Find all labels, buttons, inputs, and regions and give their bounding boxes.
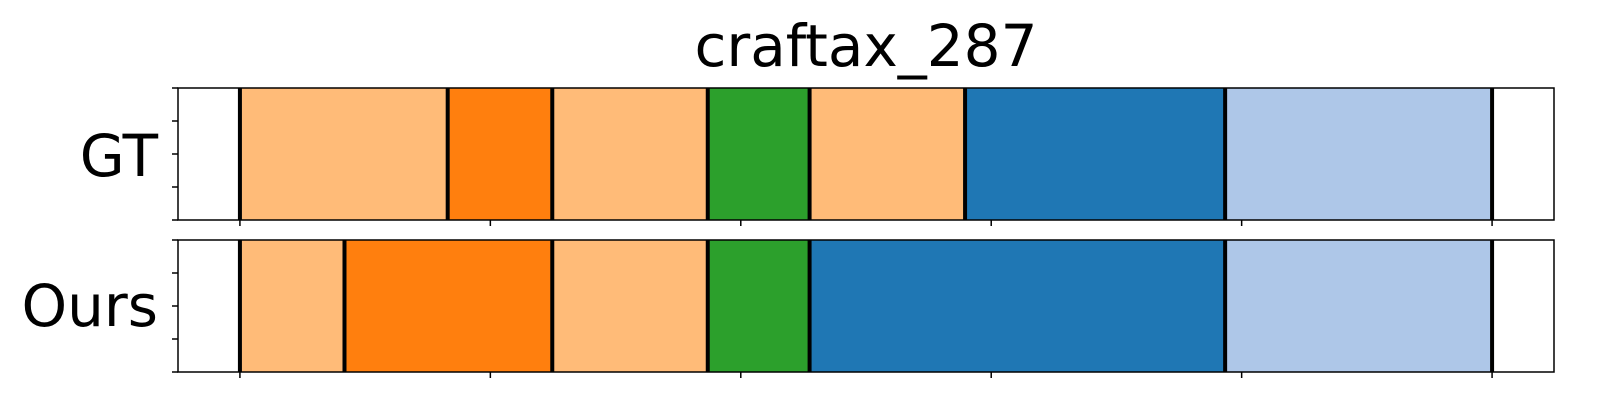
segment-0-2 [552,88,708,220]
segment-1-3 [707,240,810,372]
panel-ours [172,239,1555,378]
segment-0-3 [707,88,810,220]
row-label-gt: GT [80,122,159,190]
segment-0-1 [447,88,553,220]
segment-0-5 [965,88,1226,220]
segment-0-0 [239,88,448,220]
segment-0-6 [1225,88,1493,220]
row-label-ours: Ours [22,272,158,340]
chart-title: craftax_287 [695,12,1038,80]
segment-1-0 [239,240,345,372]
panel-gt [172,87,1555,226]
segment-0-4 [809,88,966,220]
segment-1-1 [344,240,553,372]
segment-1-5 [1225,240,1493,372]
segment-1-2 [552,240,708,372]
segment-1-4 [809,240,1226,372]
